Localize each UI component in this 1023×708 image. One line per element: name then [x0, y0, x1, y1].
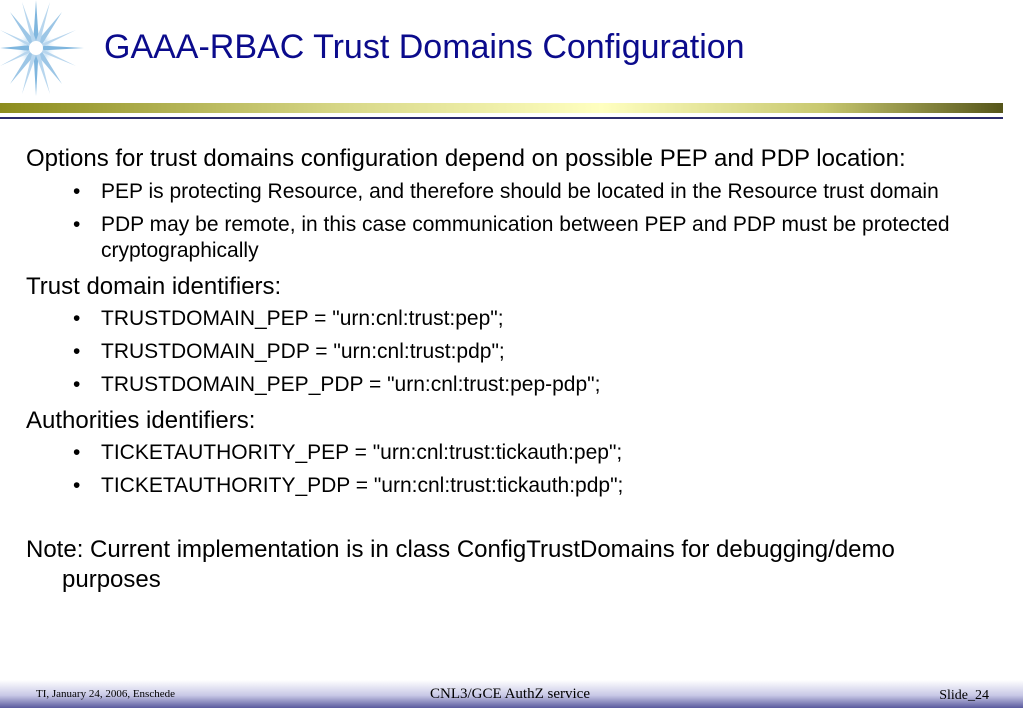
list-item-text: PEP is protecting Resource, and therefor…	[101, 180, 939, 203]
section-authorities-text: Authorities identifiers:	[26, 407, 256, 434]
note-text: Note: Current implementation is in class…	[26, 536, 895, 593]
footer-presentation-title: CNL3/GCE AuthZ service	[430, 686, 590, 702]
bullet-glyph: •	[73, 307, 81, 330]
footer-bar	[0, 680, 1023, 708]
star-burst-icon	[0, 0, 84, 96]
bullet-glyph: •	[73, 373, 81, 396]
list-item-text: TRUSTDOMAIN_PEP_PDP = "urn:cnl:trust:pep…	[101, 373, 601, 396]
list-item-text: TICKETAUTHORITY_PEP = "urn:cnl:trust:tic…	[101, 441, 623, 464]
list-item: • TICKETAUTHORITY_PDP = "urn:cnl:trust:ti…	[26, 473, 986, 499]
list-item: • TRUSTDOMAIN_PEP = "urn:cnl:trust:pep";	[26, 306, 986, 332]
section-trust-domains-text: Trust domain identifiers:	[26, 273, 282, 300]
list-item: • TRUSTDOMAIN_PEP_PDP = "urn:cnl:trust:pe…	[26, 372, 986, 398]
bullet-glyph: •	[73, 474, 81, 497]
list-item: • PEP is protecting Resource, and therefo…	[26, 179, 986, 205]
bullet-glyph: •	[73, 441, 81, 464]
list-item-text: TRUSTDOMAIN_PDP = "urn:cnl:trust:pdp";	[101, 340, 505, 363]
list-item: • PDP may be remote, in this case communi…	[26, 212, 986, 264]
section-options-text: Options for trust domains configuration …	[26, 145, 906, 172]
bullet-glyph: •	[73, 213, 81, 236]
bullet-glyph: •	[73, 340, 81, 363]
title-rule	[0, 117, 1003, 119]
list-item-text: TRUSTDOMAIN_PEP = "urn:cnl:trust:pep";	[101, 307, 504, 330]
title-gradient-bar	[0, 103, 1003, 113]
bullet-glyph: •	[73, 180, 81, 203]
slide-title: GAAA-RBAC Trust Domains Configuration	[104, 28, 745, 66]
footer-slide-number: Slide_24	[939, 688, 989, 703]
list-item: • TICKETAUTHORITY_PEP = "urn:cnl:trust:ti…	[26, 440, 986, 466]
list-item-text: PDP may be remote, in this case communic…	[101, 213, 950, 262]
slide-content: Options for trust domains configuration …	[26, 144, 986, 595]
list-item: • TRUSTDOMAIN_PDP = "urn:cnl:trust:pdp";	[26, 339, 986, 365]
list-item-text: TICKETAUTHORITY_PDP = "urn:cnl:trust:tic…	[101, 474, 624, 497]
footer-date-location: TI, January 24, 2006, Enschede	[36, 688, 175, 700]
